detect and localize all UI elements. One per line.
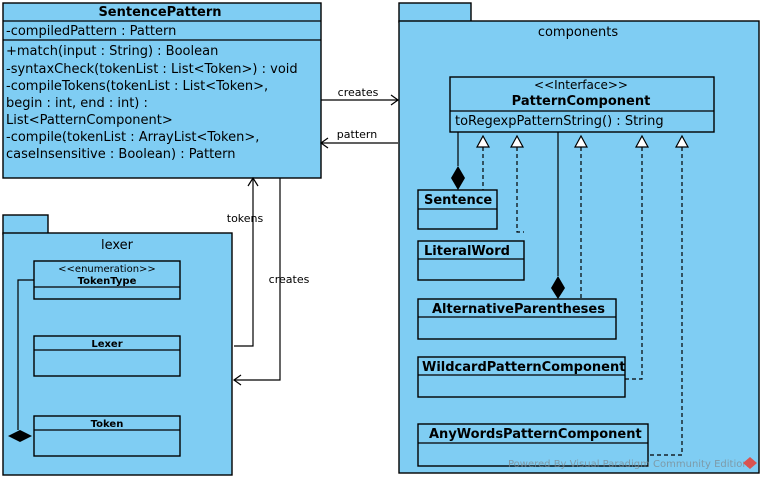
realization-arrowhead xyxy=(674,134,690,148)
interface-stereotype: <<Interface>> xyxy=(534,78,628,92)
sentence-pattern-name: SentencePattern xyxy=(98,5,221,20)
components-package-name: components xyxy=(538,25,619,40)
alternative-parentheses-class-name: AlternativeParentheses xyxy=(432,302,605,317)
sentence-pattern-attribute: -compiledPattern : Pattern xyxy=(6,24,176,39)
token-type-composition xyxy=(8,279,34,442)
interface-operation: toRegexpPatternString() : String xyxy=(455,114,664,129)
realization-arrowhead xyxy=(573,134,589,148)
literal-word-class-name: LiteralWord xyxy=(424,244,510,259)
realization-arrows xyxy=(475,134,690,456)
token-class-name: Token xyxy=(91,419,124,430)
watermark-text: Powered By Visual Paradigm Community Edi… xyxy=(508,459,749,470)
composition-diamond xyxy=(551,276,565,299)
creates-components-arrow: creates xyxy=(321,86,400,106)
token-class[interactable]: Token xyxy=(33,415,181,457)
token-type-name: TokenType xyxy=(78,276,137,287)
composition-diamond xyxy=(8,430,32,442)
realization-arrowhead xyxy=(475,134,491,148)
pattern-arrow: pattern xyxy=(319,128,398,149)
sentence-pattern-operation: begin : int, end : int) : xyxy=(6,96,148,111)
sentence-pattern-operation: -compileTokens(tokenList : List<Token>, xyxy=(6,79,268,94)
sentence-pattern-operation: +match(input : String) : Boolean xyxy=(6,44,218,59)
sentence-pattern-class[interactable]: SentencePattern -compiledPattern : Patte… xyxy=(2,2,322,179)
alternative-parentheses-class[interactable]: AlternativeParentheses xyxy=(417,298,617,340)
token-type-stereotype: <<enumeration>> xyxy=(58,264,156,275)
lexer-class-name: Lexer xyxy=(91,339,122,350)
token-type-enum[interactable]: <<enumeration>> TokenType xyxy=(33,260,181,300)
any-words-pattern-component-class-name: AnyWordsPatternComponent xyxy=(429,427,642,442)
realization-arrowhead xyxy=(509,134,525,148)
sentence-class-name: Sentence xyxy=(424,193,492,208)
components-package[interactable]: components xyxy=(398,2,760,474)
creates-components-label: creates xyxy=(338,86,379,99)
lexer-class[interactable]: Lexer xyxy=(33,335,181,377)
creates-lexer-arrow: creates xyxy=(232,178,310,386)
pattern-component-interface[interactable]: <<Interface>> PatternComponent toRegexpP… xyxy=(449,76,715,133)
wildcard-pattern-component-class[interactable]: WildcardPatternComponent xyxy=(417,356,626,398)
any-words-pattern-component-class[interactable]: AnyWordsPatternComponent xyxy=(417,423,649,467)
tokens-label: tokens xyxy=(227,212,264,225)
tokens-arrow: tokens xyxy=(227,176,264,347)
composition-relations xyxy=(451,132,565,299)
sentence-class[interactable]: Sentence xyxy=(417,189,498,230)
lexer-package-name: lexer xyxy=(101,238,134,253)
sentence-pattern-operation: -syntaxCheck(tokenList : List<Token>) : … xyxy=(6,62,298,77)
composition-diamond xyxy=(451,166,465,190)
sentence-pattern-operation: List<PatternComponent> xyxy=(6,113,173,128)
realization-arrowhead xyxy=(634,134,650,148)
visual-paradigm-logo-icon xyxy=(743,457,757,469)
pattern-label: pattern xyxy=(337,128,377,141)
creates-lexer-label: creates xyxy=(269,273,310,286)
wildcard-pattern-component-class-name: WildcardPatternComponent xyxy=(422,360,625,375)
sentence-pattern-operation: caseInsensitive : Boolean) : Pattern xyxy=(6,147,236,162)
interface-name: PatternComponent xyxy=(512,94,651,109)
sentence-pattern-operation: -compile(tokenList : ArrayList<Token>, xyxy=(6,130,259,145)
watermark: Powered By Visual Paradigm Community Edi… xyxy=(508,457,757,470)
literal-word-class[interactable]: LiteralWord xyxy=(417,240,525,281)
